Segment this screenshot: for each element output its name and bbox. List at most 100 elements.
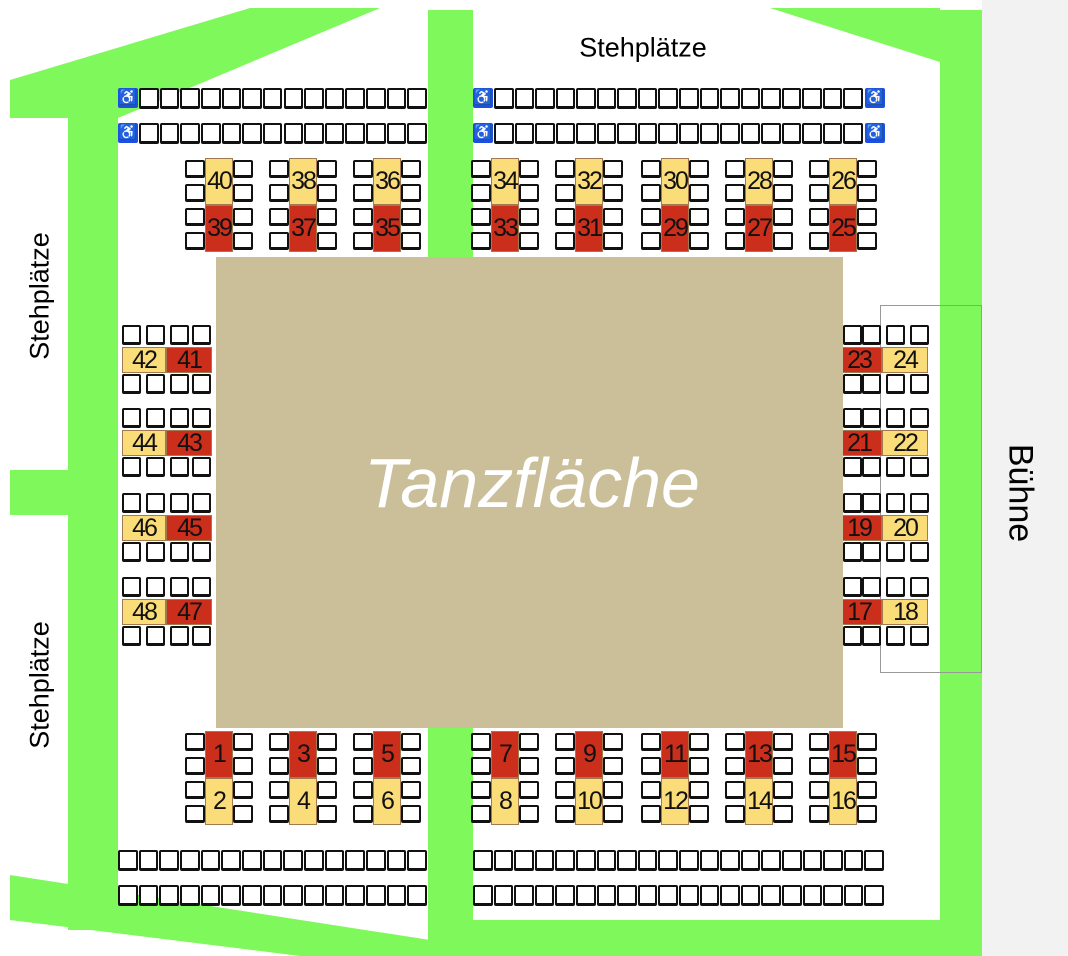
seat[interactable] [185,232,205,250]
table-42[interactable]: 42 [122,346,166,374]
seat[interactable] [386,88,407,109]
seat[interactable] [641,184,661,202]
seat[interactable] [886,408,905,428]
seat[interactable] [823,850,843,871]
seat[interactable] [679,123,699,144]
seat[interactable] [617,88,637,109]
seat[interactable] [886,493,905,513]
seat[interactable] [401,184,421,202]
seat[interactable] [773,757,793,775]
seat[interactable] [740,123,761,144]
seat[interactable] [401,232,421,250]
seat[interactable] [304,850,324,871]
seat[interactable] [641,733,661,751]
table-6[interactable]: 6 [373,778,401,825]
seat[interactable] [139,88,159,109]
seat[interactable] [192,374,211,394]
seat[interactable] [699,885,720,906]
table-35[interactable]: 35 [373,205,401,252]
seat[interactable] [519,208,539,226]
seat[interactable] [596,123,617,144]
seat[interactable] [679,885,699,906]
table-48[interactable]: 48 [122,598,166,626]
seat[interactable] [519,160,539,178]
seat[interactable] [170,408,189,428]
seat[interactable] [637,88,658,109]
seat[interactable] [304,885,324,906]
table-2[interactable]: 2 [205,778,233,825]
table-19[interactable]: 19 [836,514,882,542]
seat[interactable] [689,160,709,178]
seat[interactable] [122,493,141,513]
seat[interactable] [170,626,189,646]
seat[interactable] [773,232,793,250]
seat[interactable] [689,184,709,202]
seat[interactable] [782,885,802,906]
seat[interactable] [401,733,421,751]
seat[interactable] [185,184,205,202]
seat[interactable] [192,457,211,477]
seat[interactable] [864,850,884,871]
seat[interactable] [317,757,337,775]
seat[interactable] [603,781,623,799]
seat[interactable] [782,850,802,871]
seat[interactable] [809,733,829,751]
seat[interactable] [857,232,877,250]
seat[interactable] [514,885,534,906]
seat[interactable] [192,626,211,646]
seat[interactable] [637,850,658,871]
seat[interactable] [857,184,877,202]
seat[interactable] [283,850,303,871]
table-12[interactable]: 12 [661,778,689,825]
seat[interactable] [242,123,262,144]
seat[interactable] [366,850,386,871]
seat[interactable] [603,208,623,226]
table-8[interactable]: 8 [491,778,519,825]
seat[interactable] [353,805,373,823]
seat[interactable] [122,325,141,345]
seat[interactable] [725,733,745,751]
seat[interactable] [407,88,427,109]
seat[interactable] [192,542,211,562]
seat[interactable] [725,208,745,226]
table-36[interactable]: 36 [373,158,401,205]
seat[interactable] [862,325,881,345]
seat[interactable] [269,805,289,823]
seat[interactable] [242,850,262,871]
seat[interactable] [843,850,864,871]
seat[interactable] [699,850,720,871]
seat[interactable] [596,885,617,906]
seat[interactable] [761,88,781,109]
seat[interactable] [493,850,514,871]
seat[interactable] [200,123,221,144]
seat[interactable] [519,232,539,250]
seat[interactable] [725,232,745,250]
seat[interactable] [221,850,241,871]
seat[interactable] [519,781,539,799]
table-10[interactable]: 10 [575,778,603,825]
seat[interactable] [857,805,877,823]
wheelchair-icon[interactable]: ♿ [473,88,493,108]
seat[interactable] [401,781,421,799]
wheelchair-icon[interactable]: ♿ [865,88,885,108]
seat[interactable] [317,232,337,250]
table-23[interactable]: 23 [836,346,882,374]
seat[interactable] [324,885,345,906]
seat[interactable] [823,885,843,906]
seat[interactable] [386,885,407,906]
seat[interactable] [720,88,740,109]
seat[interactable] [843,626,862,646]
seat[interactable] [262,123,283,144]
seat[interactable] [353,184,373,202]
seat[interactable] [401,160,421,178]
seat[interactable] [471,184,491,202]
seat[interactable] [283,88,304,109]
seat[interactable] [773,781,793,799]
table-39[interactable]: 39 [205,205,233,252]
seat[interactable] [514,123,535,144]
seat[interactable] [283,885,303,906]
seat[interactable] [857,208,877,226]
seat[interactable] [725,757,745,775]
seat[interactable] [862,374,881,394]
seat[interactable] [603,805,623,823]
